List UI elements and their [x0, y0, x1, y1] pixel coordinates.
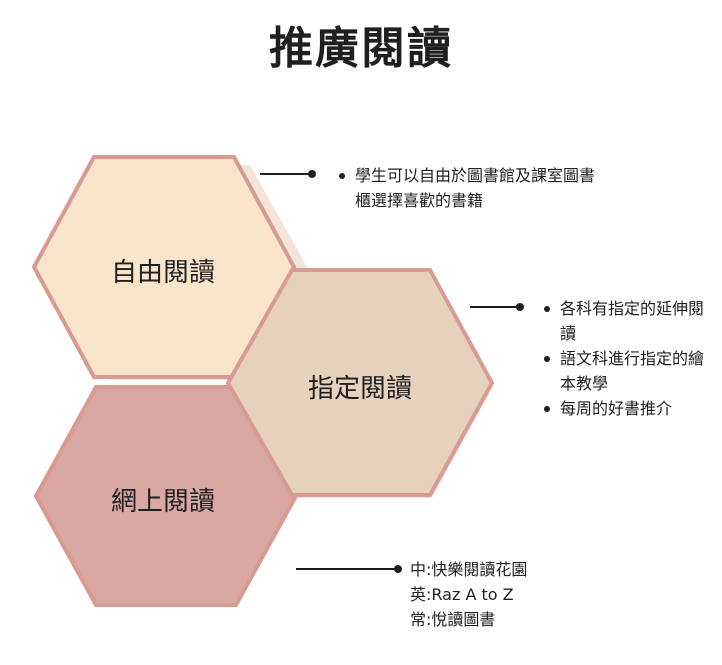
page-title: 推廣閱讀	[269, 23, 453, 74]
note-online-line: 常:悅讀圖書	[410, 610, 496, 629]
note-assigned-item: 各科有指定的延伸閱讀	[540, 296, 710, 346]
hex-assigned-label: 指定閱讀	[307, 374, 412, 404]
note-online-line: 中:快樂閱讀花園	[410, 560, 528, 579]
hex-assigned	[225, 268, 495, 497]
hex-online-label: 網上閱讀	[110, 487, 215, 517]
note-assigned-item: 語文科進行指定的繪本教學	[540, 346, 710, 396]
note-online: 中:快樂閱讀花園 英:Raz A to Z 常:悅讀圖書	[410, 557, 527, 632]
hex-free-label: 自由閱讀	[110, 258, 215, 288]
connector-online-dot	[394, 565, 402, 573]
note-online-line: 英:Raz A to Z	[410, 585, 514, 604]
note-assigned-item: 每周的好書推介	[540, 396, 710, 421]
connector-assigned-dot	[516, 303, 524, 311]
note-assigned: 各科有指定的延伸閱讀 語文科進行指定的繪本教學 每周的好書推介	[540, 296, 710, 421]
note-free-item: 學生可以自由於圖書館及課室圖書櫃選擇喜歡的書籍	[335, 163, 595, 213]
connector-free-dot	[308, 170, 316, 178]
note-free: 學生可以自由於圖書館及課室圖書櫃選擇喜歡的書籍	[335, 163, 615, 213]
